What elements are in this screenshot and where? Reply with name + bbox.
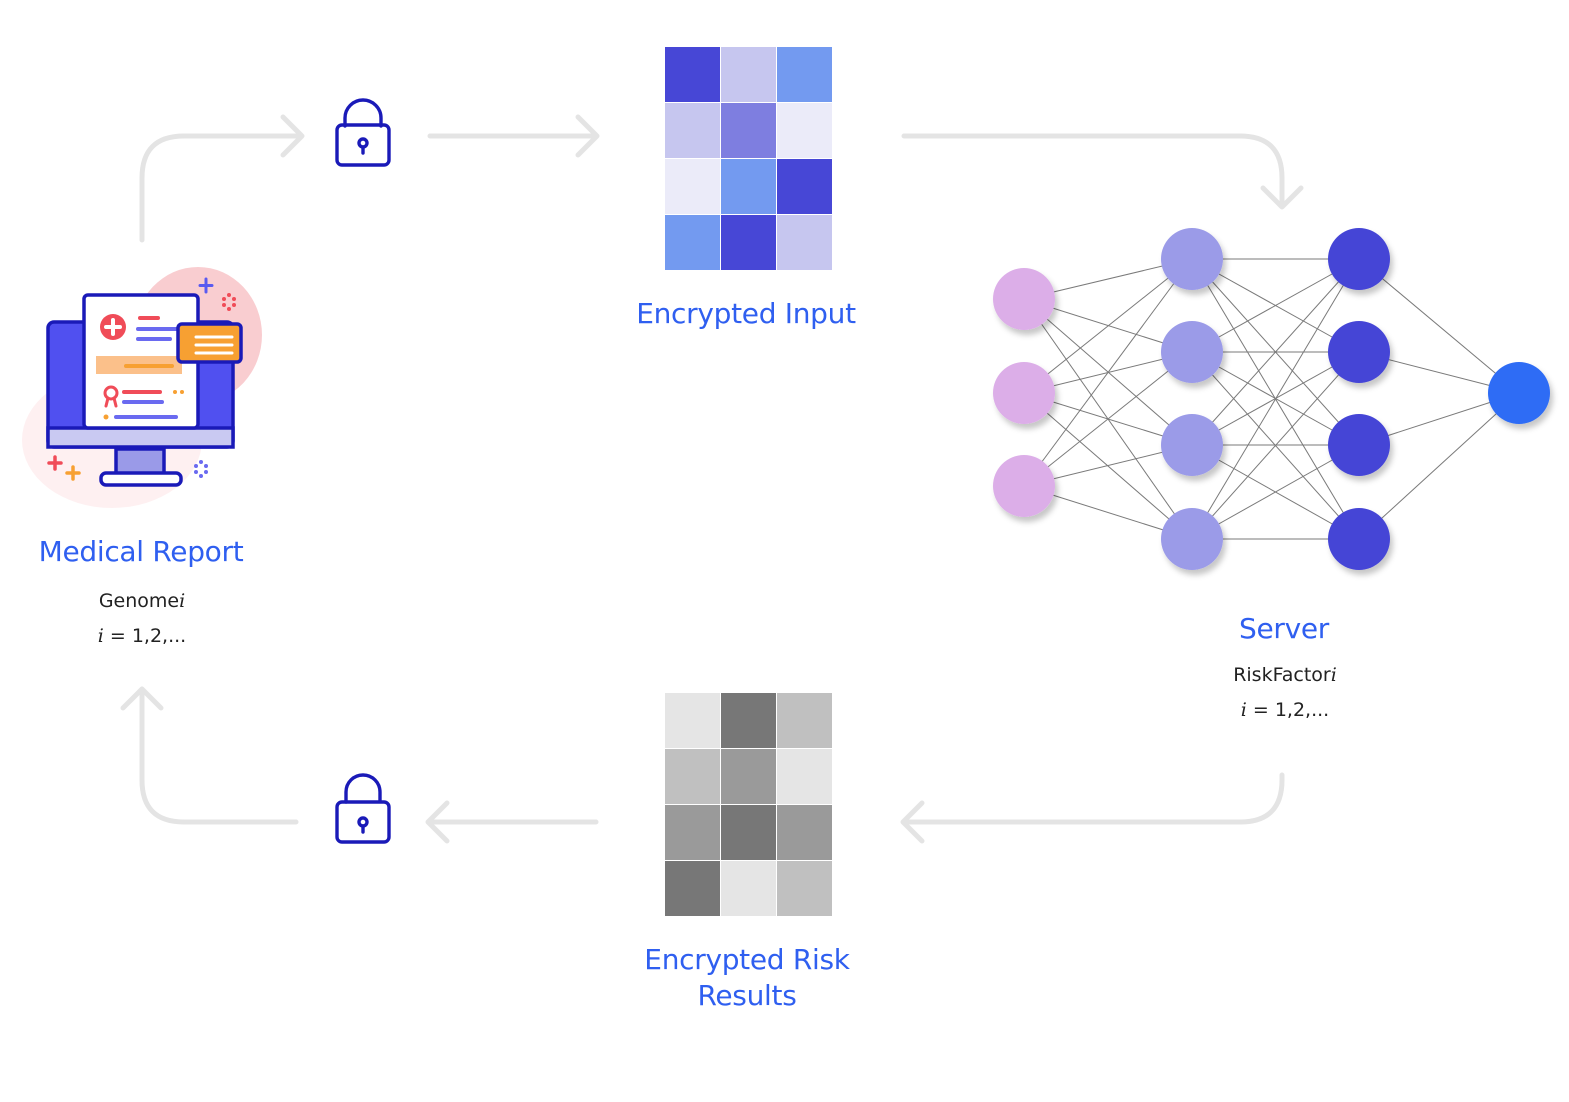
grid-cell <box>721 103 776 158</box>
arrow-encrypted-results-to-unlock <box>425 800 599 844</box>
network-node <box>1328 228 1390 290</box>
network-edge <box>1191 444 1360 540</box>
network-node <box>1488 362 1550 424</box>
grid-cell <box>777 103 832 158</box>
arrow-report-to-lock <box>139 114 305 243</box>
grid-cell <box>721 47 776 102</box>
genome-index: i <box>179 590 186 612</box>
server-index-range: i = 1,2,... <box>1184 701 1386 720</box>
network-node <box>1161 321 1223 383</box>
lock-closed-icon <box>335 98 391 167</box>
network-edge <box>1023 258 1193 394</box>
lock-open-icon <box>335 773 391 844</box>
grid-cell <box>721 159 776 214</box>
grid-cell <box>777 805 832 860</box>
server-title: Server <box>1238 612 1330 645</box>
arrow-encrypted-input-to-server <box>901 133 1304 210</box>
neural-network-connections <box>1023 258 1520 540</box>
grid-cell <box>777 693 832 748</box>
encrypted-input-grid <box>665 47 832 270</box>
arrow-lock-to-encrypted-input <box>427 114 600 158</box>
index-range: = 1,2,... <box>103 625 187 647</box>
encrypted-results-line2: Results <box>697 979 797 1012</box>
network-node <box>993 362 1055 424</box>
network-node <box>1328 508 1390 570</box>
encrypted-input-title: Encrypted Input <box>636 297 856 330</box>
grid-cell <box>721 693 776 748</box>
grid-cell <box>665 749 720 804</box>
grid-cell <box>777 159 832 214</box>
medical-report-computer-icon <box>22 267 262 508</box>
grid-cell <box>665 805 720 860</box>
grid-cell <box>665 103 720 158</box>
grid-cell <box>721 805 776 860</box>
network-edge <box>1023 351 1193 487</box>
network-edge <box>1191 258 1360 540</box>
grid-cell <box>777 861 832 916</box>
grid-cell <box>721 749 776 804</box>
server-index-var: i <box>1240 699 1247 721</box>
network-edge <box>1191 351 1360 540</box>
medical-report-title: Medical Report <box>38 535 244 568</box>
network-node <box>1161 414 1223 476</box>
arrow-unlock-to-report <box>120 686 299 825</box>
grid-cell <box>721 861 776 916</box>
network-edge <box>1191 258 1360 446</box>
arrow-server-to-encrypted-results <box>900 772 1285 844</box>
grid-cell <box>665 861 720 916</box>
grid-cell <box>777 47 832 102</box>
encrypted-results-line1: Encrypted Risk <box>644 943 850 976</box>
server-riskfactor-label: RiskFactori <box>1184 666 1386 685</box>
network-node <box>1328 321 1390 383</box>
network-node <box>993 455 1055 517</box>
grid-cell <box>777 749 832 804</box>
encrypted-results-grid <box>665 693 832 916</box>
network-edge <box>1023 258 1193 487</box>
network-edge <box>1358 258 1520 394</box>
neural-network-nodes <box>993 228 1550 570</box>
index-var: i <box>97 625 104 647</box>
grid-cell <box>777 215 832 270</box>
genome-text: Genome <box>98 590 180 612</box>
network-edge <box>1358 392 1520 540</box>
network-edge <box>1191 258 1360 353</box>
network-node <box>993 268 1055 330</box>
grid-cell <box>721 215 776 270</box>
riskfactor-index: i <box>1330 664 1337 686</box>
grid-cell <box>665 47 720 102</box>
grid-cell <box>665 215 720 270</box>
network-node <box>1328 414 1390 476</box>
server-index-range-text: = 1,2,... <box>1246 699 1330 721</box>
medical-report-genome-label: Genomei <box>0 592 284 611</box>
grid-cell <box>665 159 720 214</box>
riskfactor-text: RiskFactor <box>1233 664 1331 686</box>
network-node <box>1161 508 1223 570</box>
encrypted-results-title: Encrypted Risk Results <box>600 942 894 1014</box>
medical-report-index-range: i = 1,2,... <box>0 627 284 646</box>
network-node <box>1161 228 1223 290</box>
grid-cell <box>665 693 720 748</box>
